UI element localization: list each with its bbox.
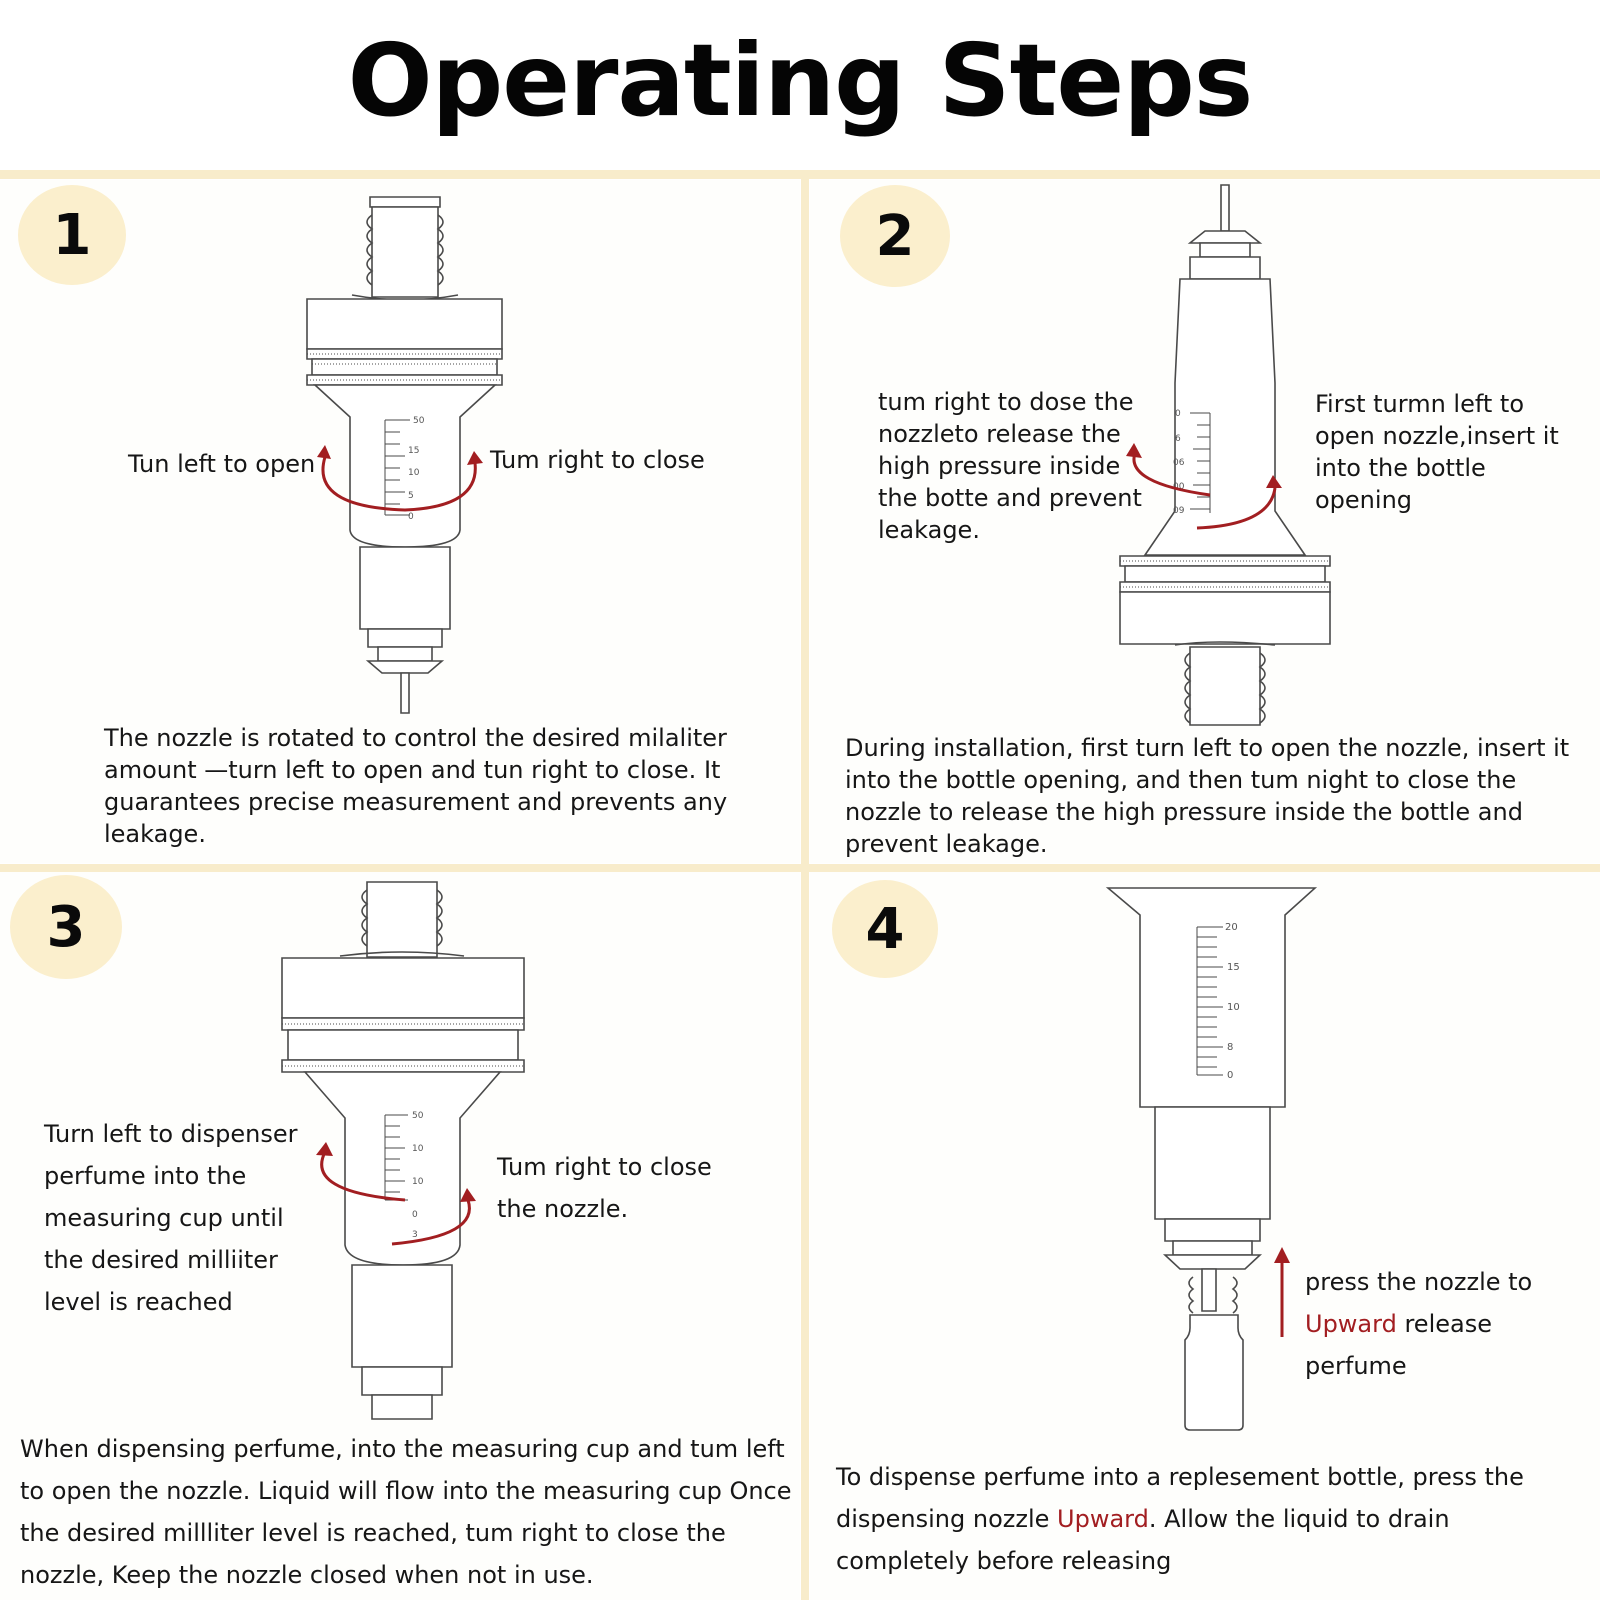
step-1-callout-right: Tum right to close <box>490 446 705 474</box>
step-4-callout-line-1: press the nozzle to <box>1305 1268 1533 1296</box>
step-4-callout: press the nozzle to Upward release perfu… <box>1305 1261 1595 1387</box>
step-3-scale-label: 10 <box>412 1144 424 1154</box>
step-4-badge: 4 <box>832 880 938 978</box>
step-2-badge: 2 <box>840 185 950 287</box>
step-3-callout-right: Tum right to close the nozzle. <box>497 1153 712 1223</box>
step-4-description-part-1: To dispense perfume into a replesement b… <box>836 1463 1524 1533</box>
step-3-nozzle-illustration: 50 10 10 0 3 <box>280 880 530 1425</box>
step-4-scale-label: 10 <box>1227 1002 1240 1013</box>
step-2-description: During installation, first turn left to … <box>845 734 1570 858</box>
middle-divider <box>0 864 1600 872</box>
step-1-callout-left: Tun left to open <box>128 450 316 478</box>
step-1-scale-label: 50 <box>413 416 425 426</box>
step-4-description-part-2: . Allow the liquid to drain completely b… <box>836 1505 1450 1575</box>
step-2-scale-label: 6 <box>1175 434 1181 444</box>
step-1-badge: 1 <box>18 185 126 285</box>
step-2-nozzle-illustration: 0 6 06 00 09 <box>1115 183 1335 728</box>
step-4-scale-label: 8 <box>1227 1042 1233 1053</box>
step-3-badge: 3 <box>10 875 122 979</box>
step-1-scale-label: 10 <box>408 468 420 478</box>
step-4-callout-line-3: perfume <box>1305 1352 1407 1380</box>
step-4-description-highlight: Upward <box>1057 1505 1149 1533</box>
step-2-scale-label: 06 <box>1173 458 1185 468</box>
step-2-callout-left: tum right to dose the nozzleto release t… <box>878 388 1142 544</box>
upward-arrow-icon <box>1274 1247 1290 1337</box>
page-title: Operating Steps <box>347 22 1254 139</box>
step-1-scale-label: 0 <box>408 512 414 522</box>
step-1-scale-label: 5 <box>408 491 414 501</box>
step-2-scale-label: 00 <box>1173 482 1185 492</box>
step-3-callout-left: Turn left to dispenser perfume into the … <box>44 1120 298 1316</box>
step-3-scale-label: 50 <box>412 1111 424 1121</box>
step-1-nozzle-illustration: 50 15 10 5 0 <box>300 195 510 715</box>
step-2-scale-label: 09 <box>1173 506 1185 516</box>
step-4-callout-line-2: Upward release <box>1305 1303 1595 1345</box>
step-3-scale-label: 3 <box>412 1230 418 1240</box>
step-3-scale-label: 10 <box>412 1177 424 1187</box>
upward-highlight: Upward <box>1305 1310 1397 1338</box>
step-4-scale-label: 15 <box>1227 962 1240 973</box>
step-3-scale-label: 0 <box>412 1210 418 1220</box>
step-4-description: To dispense perfume into a replesement b… <box>836 1456 1576 1582</box>
center-divider <box>801 170 809 1600</box>
step-3-description: When dispensing perfume, into the measur… <box>20 1435 792 1589</box>
top-divider <box>0 170 1600 179</box>
step-1-description: The nozzle is rotated to control the des… <box>104 724 728 848</box>
step-4-dispenser-illustration: 20 15 10 8 0 <box>1105 885 1320 1435</box>
step-1-scale-label: 15 <box>408 446 419 456</box>
step-2-callout-right: First turmn left to open nozzle,insert i… <box>1315 390 1559 514</box>
step-4-scale-label: 20 <box>1225 922 1238 933</box>
step-4-scale-label: 0 <box>1227 1070 1233 1081</box>
step-2-scale-label: 0 <box>1175 409 1181 419</box>
step-4-callout-line-2-rest: release <box>1396 1310 1492 1338</box>
